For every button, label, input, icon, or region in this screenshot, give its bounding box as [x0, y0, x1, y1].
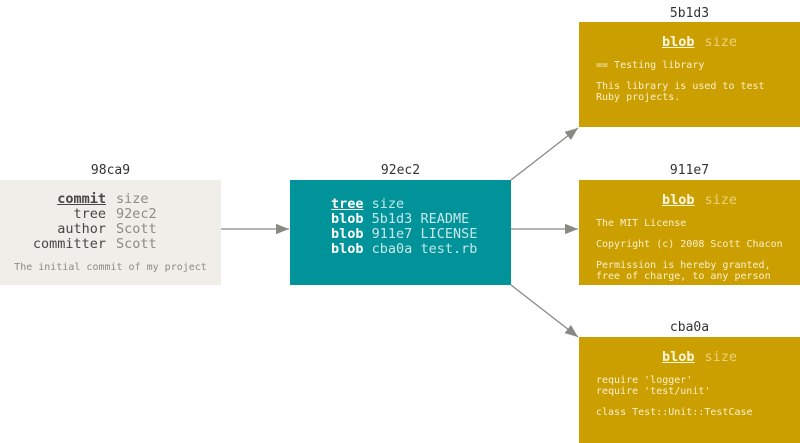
blob-size: size [704, 34, 738, 50]
field-key: tree [73, 206, 106, 222]
field-key: committer [32, 236, 106, 252]
commit-id: 98ca9 [90, 163, 131, 178]
tree-entry: blob 911e7 LICENSE [331, 226, 478, 242]
blob-size: size [704, 192, 738, 208]
arrow-tree-to-blob-cba0a [510, 284, 579, 338]
tree-object: tree size blob 5b1d3 README blob 911e7 L… [290, 180, 511, 285]
tree-type: tree [331, 196, 364, 212]
blob-size: size [704, 349, 738, 365]
commit-size: size [116, 191, 149, 207]
blob-type: blob [661, 349, 695, 365]
blob-object: blob size require 'logger' require 'test/… [579, 337, 800, 443]
blob-id: cba0a [669, 320, 710, 335]
arrow-tree-to-blob-5b1d3 [510, 127, 579, 181]
blob-id: 911e7 [669, 163, 710, 178]
tree-entry: blob 5b1d3 README [331, 211, 470, 227]
field-value: Scott [116, 221, 157, 237]
tree-size: size [371, 196, 405, 212]
blob-id: 5b1d3 [669, 6, 710, 21]
commit-type: commit [57, 191, 106, 207]
blob-content: require 'logger' require 'test/unit' cla… [596, 375, 753, 418]
blob-type: blob [661, 34, 695, 50]
commit-message: The initial commit of my project [14, 262, 207, 273]
tree-id: 92ec2 [380, 163, 421, 178]
field-value: Scott [116, 236, 157, 252]
field-key: author [57, 221, 106, 237]
blob-type: blob [661, 192, 695, 208]
tree-entry: blob cba0a test.rb [331, 241, 478, 257]
field-value: 92ec2 [116, 206, 157, 222]
